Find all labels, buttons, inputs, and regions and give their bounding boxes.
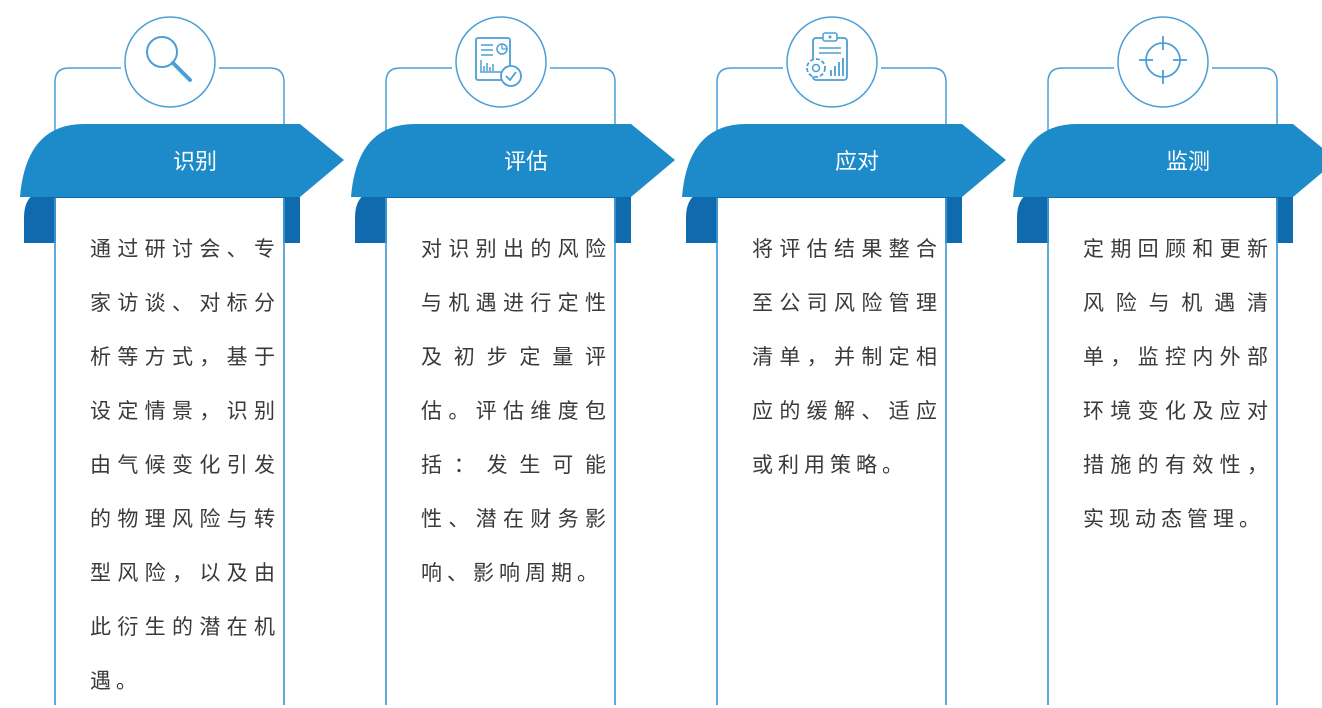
step-description: 定期回顾和更新风险与机遇清单，监控内外部环境变化及应对措施的有效性，实现动态管理… bbox=[1083, 237, 1273, 531]
step-frame bbox=[682, 16, 1006, 705]
step-description: 通过研讨会、专家访谈、对标分析等方式，基于设定情景，识别由气候变化引发的物理风险… bbox=[90, 237, 280, 693]
report-chart-check-icon bbox=[475, 37, 522, 87]
step-frame bbox=[20, 16, 344, 705]
step-description: 将评估结果整合至公司风险管理清单，并制定相应的缓解、适应或利用策略。 bbox=[752, 237, 942, 477]
step-title: 应对 bbox=[834, 150, 879, 175]
magnifier-icon bbox=[146, 36, 192, 82]
step-identify: 识别 通过研讨会、专家访谈、对标分析等方式，基于设定情景，识别由气候变化引发的物… bbox=[20, 0, 350, 705]
step-title: 监测 bbox=[1165, 150, 1210, 175]
step-description: 对识别出的风险与机遇进行定性及初步定量评估。评估维度包括：发生可能性、潜在财务影… bbox=[421, 237, 611, 585]
step-frame bbox=[351, 16, 675, 705]
clipboard-gear-chart-icon bbox=[806, 32, 848, 81]
step-frame bbox=[1013, 16, 1322, 705]
step-title: 识别 bbox=[172, 150, 217, 175]
step-assess: 评估 对识别出的风险与机遇进行定性及初步定量评估。评估维度包括：发生可能性、潜在… bbox=[351, 0, 681, 705]
step-respond: 应对 将评估结果整合至公司风险管理清单，并制定相应的缓解、适应或利用策略。 bbox=[682, 0, 1012, 705]
crosshair-icon bbox=[1139, 36, 1187, 84]
step-title: 评估 bbox=[503, 150, 548, 175]
step-monitor: 监测 定期回顾和更新风险与机遇清单，监控内外部环境变化及应对措施的有效性，实现动… bbox=[1013, 0, 1322, 705]
